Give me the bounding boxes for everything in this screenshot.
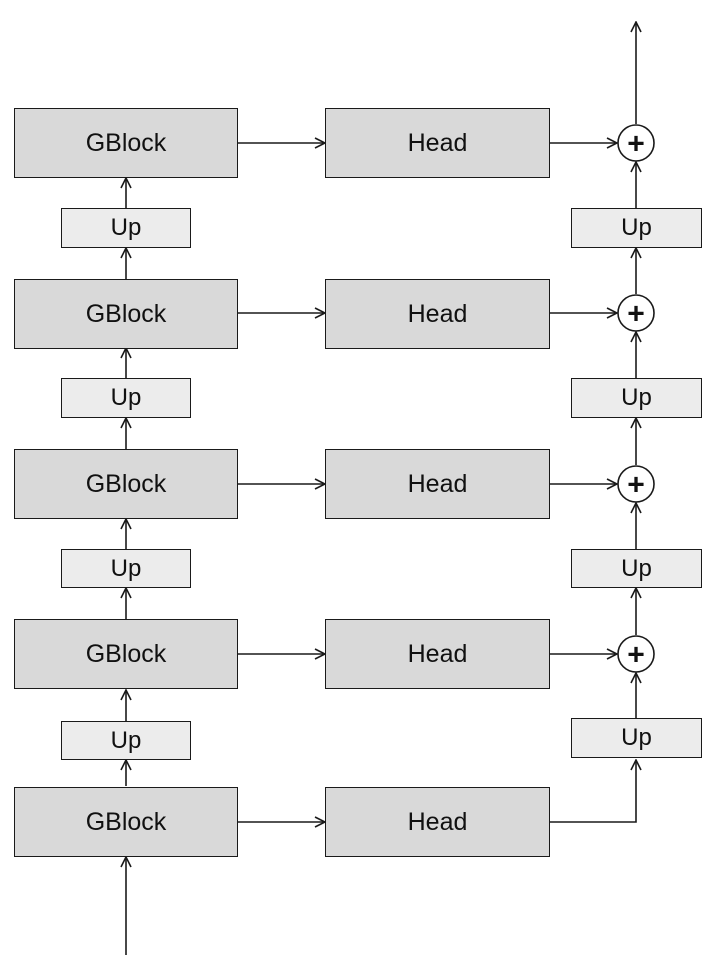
gblock-2-label: GBlock bbox=[85, 639, 167, 668]
left-up-3: Up bbox=[61, 378, 191, 418]
sum-symbol-2: + bbox=[627, 469, 645, 502]
gblock-1-label: GBlock bbox=[85, 807, 167, 836]
head-1-label: Head bbox=[407, 807, 468, 836]
head-3: Head bbox=[325, 449, 550, 519]
head-5-label: Head bbox=[407, 128, 468, 157]
right-up-4: Up bbox=[571, 208, 702, 248]
head-4-label: Head bbox=[407, 299, 468, 328]
right-up-3: Up bbox=[571, 378, 702, 418]
sum-circle-3 bbox=[617, 294, 655, 332]
gblock-1: GBlock bbox=[14, 787, 238, 857]
right-up-2: Up bbox=[571, 549, 702, 588]
sum-symbol-3: + bbox=[627, 298, 645, 331]
gblock-4-label: GBlock bbox=[85, 299, 167, 328]
left-up-3-label: Up bbox=[110, 384, 142, 411]
right-up-1-label: Up bbox=[621, 724, 652, 751]
left-up-2: Up bbox=[61, 549, 191, 588]
head-2: Head bbox=[325, 619, 550, 689]
gblock-2: GBlock bbox=[14, 619, 238, 689]
right-up-4-label: Up bbox=[621, 214, 652, 241]
gblock-4: GBlock bbox=[14, 279, 238, 349]
head-5: Head bbox=[325, 108, 550, 178]
head-2-label: Head bbox=[407, 639, 468, 668]
gblock-5: GBlock bbox=[14, 108, 238, 178]
left-up-4-label: Up bbox=[110, 214, 142, 241]
sum-symbol-4: + bbox=[627, 128, 645, 161]
right-up-1: Up bbox=[571, 718, 702, 758]
gblock-5-label: GBlock bbox=[85, 128, 167, 157]
left-up-4: Up bbox=[61, 208, 191, 248]
right-up-3-label: Up bbox=[621, 384, 652, 411]
head-3-label: Head bbox=[407, 469, 468, 498]
left-up-1-label: Up bbox=[110, 726, 142, 754]
head-1: Head bbox=[325, 787, 550, 857]
arrow-head1-rup1 bbox=[550, 760, 636, 823]
left-up-1: Up bbox=[61, 721, 191, 760]
gblock-3-label: GBlock bbox=[85, 469, 167, 498]
head-4: Head bbox=[325, 279, 550, 349]
sum-circle-2 bbox=[617, 465, 655, 503]
sum-circle-4 bbox=[617, 124, 655, 162]
left-up-2-label: Up bbox=[110, 554, 142, 582]
sum-symbol-1: + bbox=[627, 639, 645, 672]
sum-circle-1 bbox=[617, 635, 655, 673]
right-up-2-label: Up bbox=[621, 554, 652, 582]
gblock-3: GBlock bbox=[14, 449, 238, 519]
